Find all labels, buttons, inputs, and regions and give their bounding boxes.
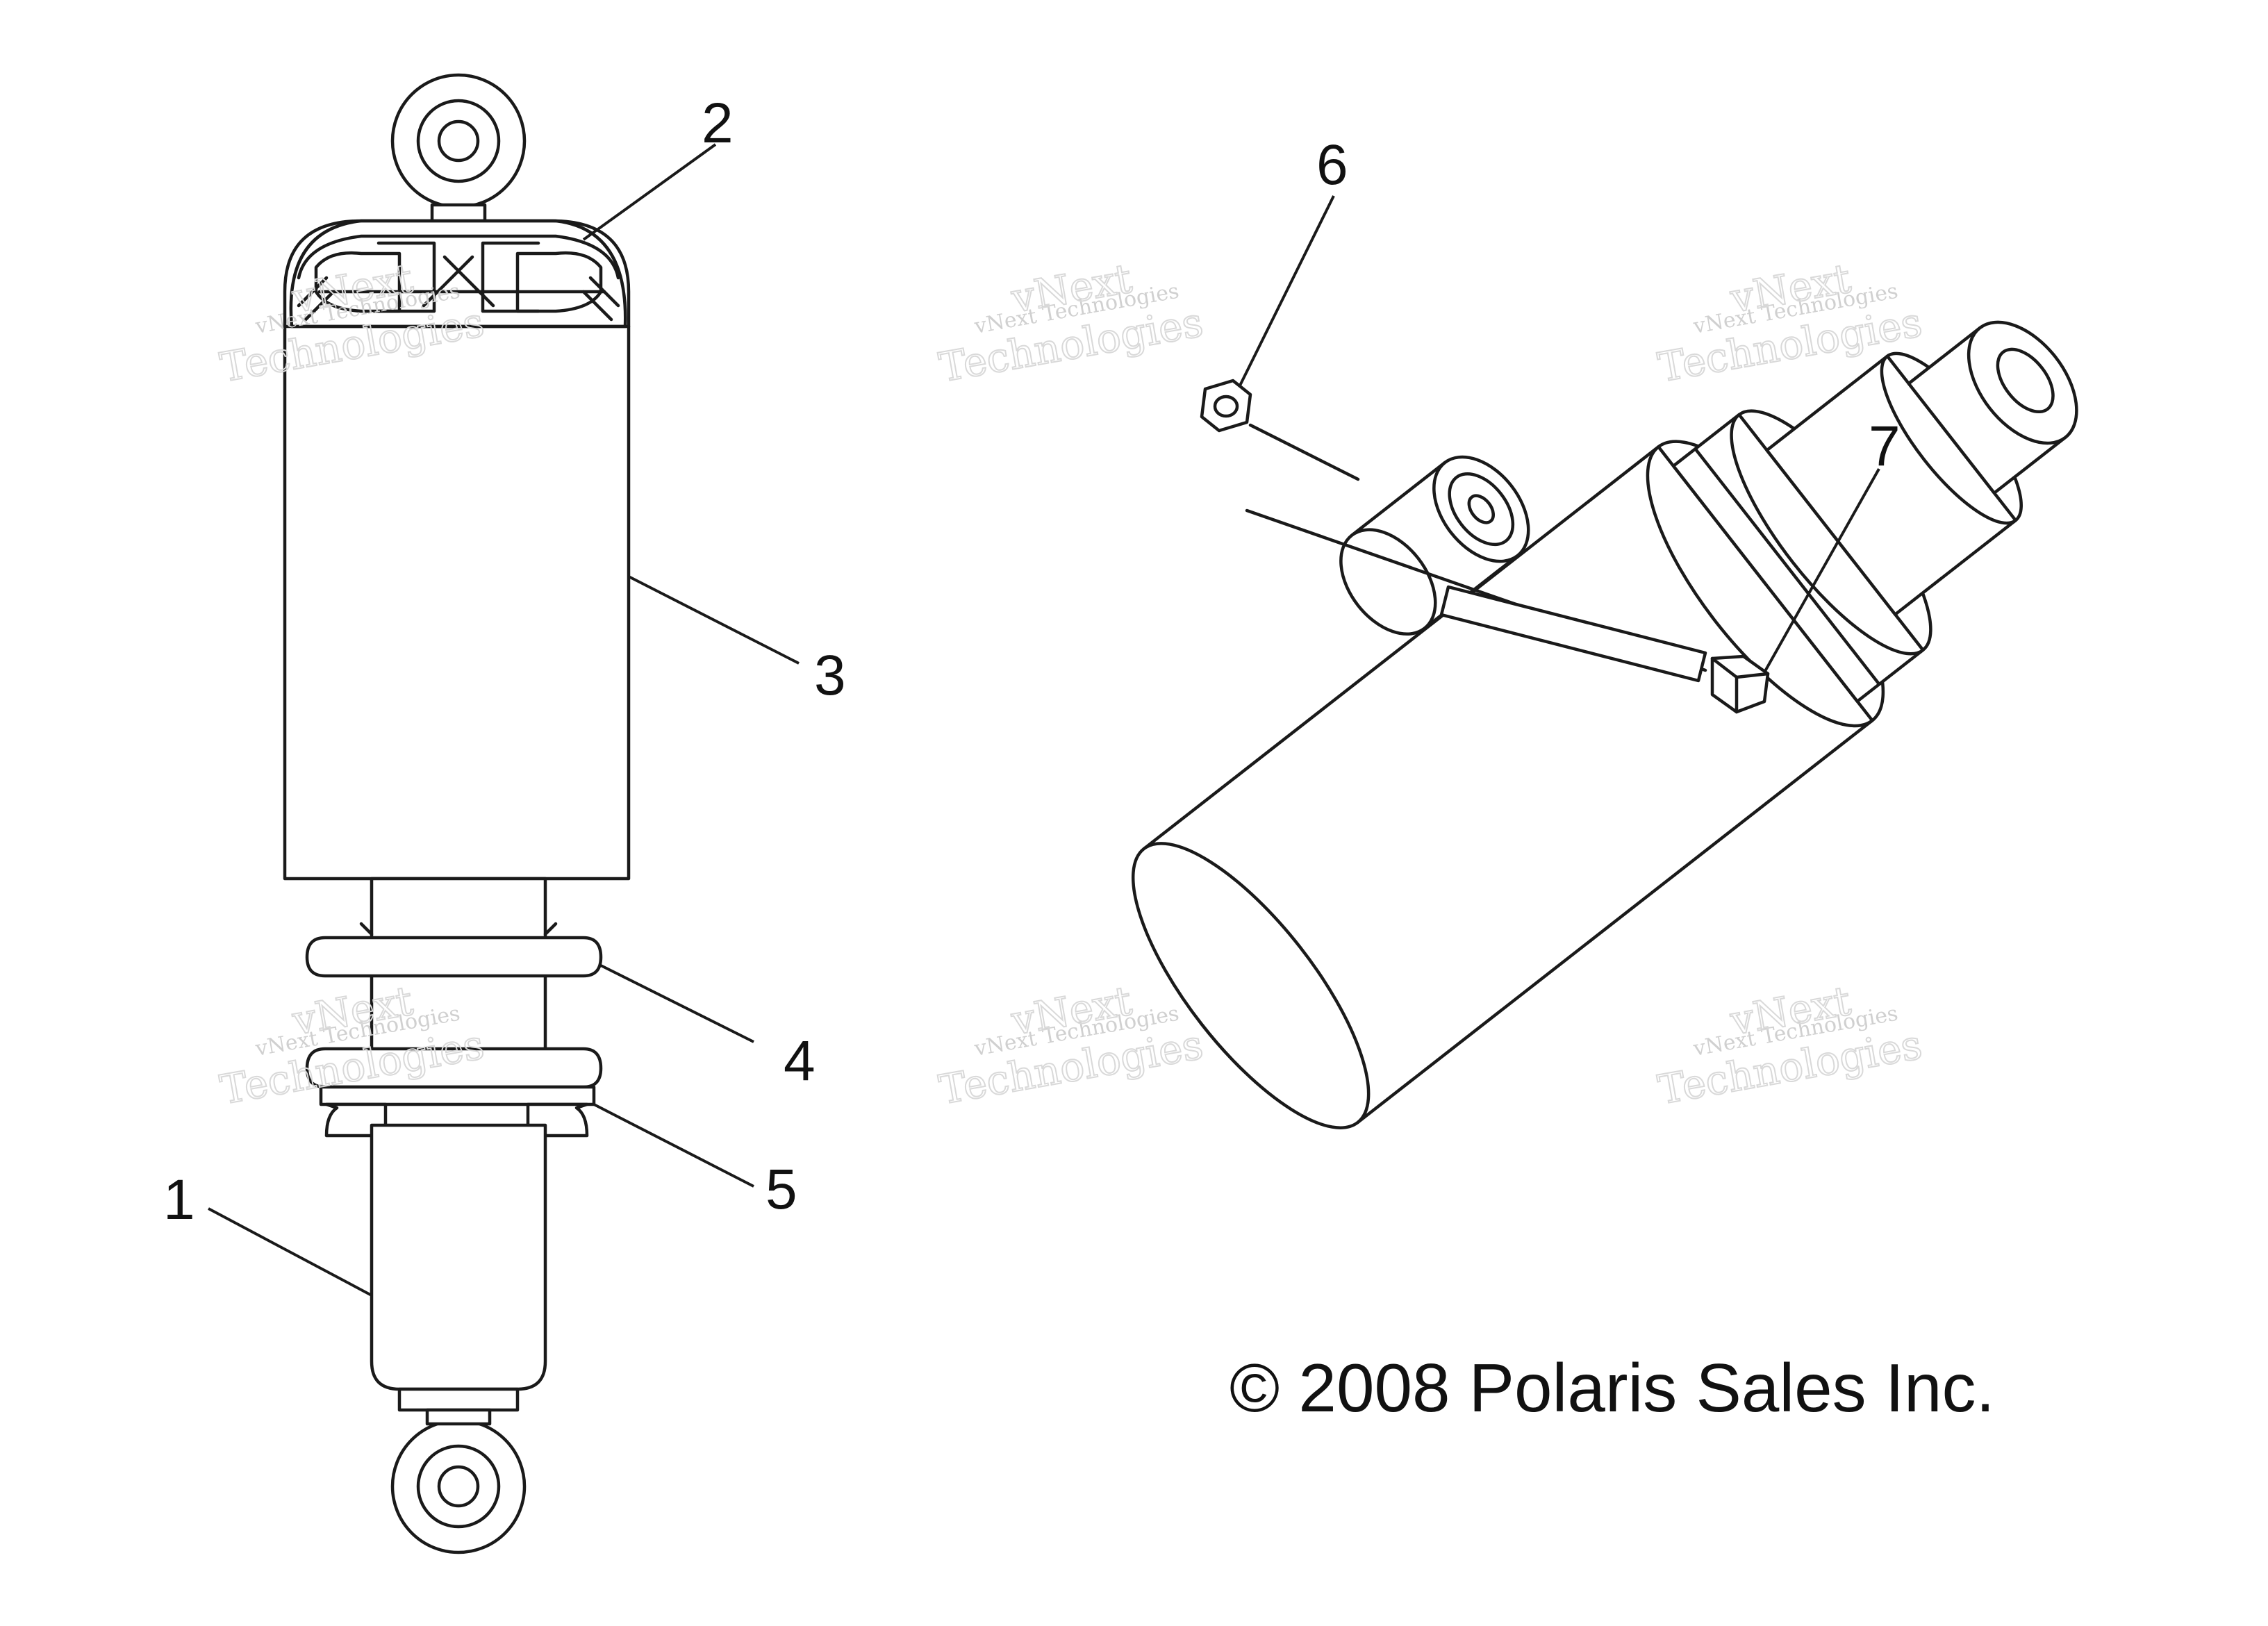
shock-side-view xyxy=(283,73,631,1554)
callout-3: 3 xyxy=(814,644,846,707)
callout-6: 6 xyxy=(1316,133,1348,197)
callout-7: 7 xyxy=(1869,415,1901,478)
callout-4: 4 xyxy=(784,1029,816,1093)
callout-5: 5 xyxy=(765,1158,797,1221)
shock-isometric-view xyxy=(1131,320,2078,1129)
nut xyxy=(1200,379,1360,481)
spring-seat xyxy=(319,1085,596,1106)
spring-coil-upper xyxy=(305,936,603,978)
leader-lines xyxy=(208,143,1880,1297)
callout-1: 1 xyxy=(163,1168,195,1231)
callout-labels: 2 3 4 5 1 6 7 xyxy=(163,92,1901,1231)
callout-2: 2 xyxy=(702,92,734,155)
copyright-text: © 2008 Polaris Sales Inc. xyxy=(1230,1350,1995,1426)
bolt xyxy=(1245,508,1770,714)
